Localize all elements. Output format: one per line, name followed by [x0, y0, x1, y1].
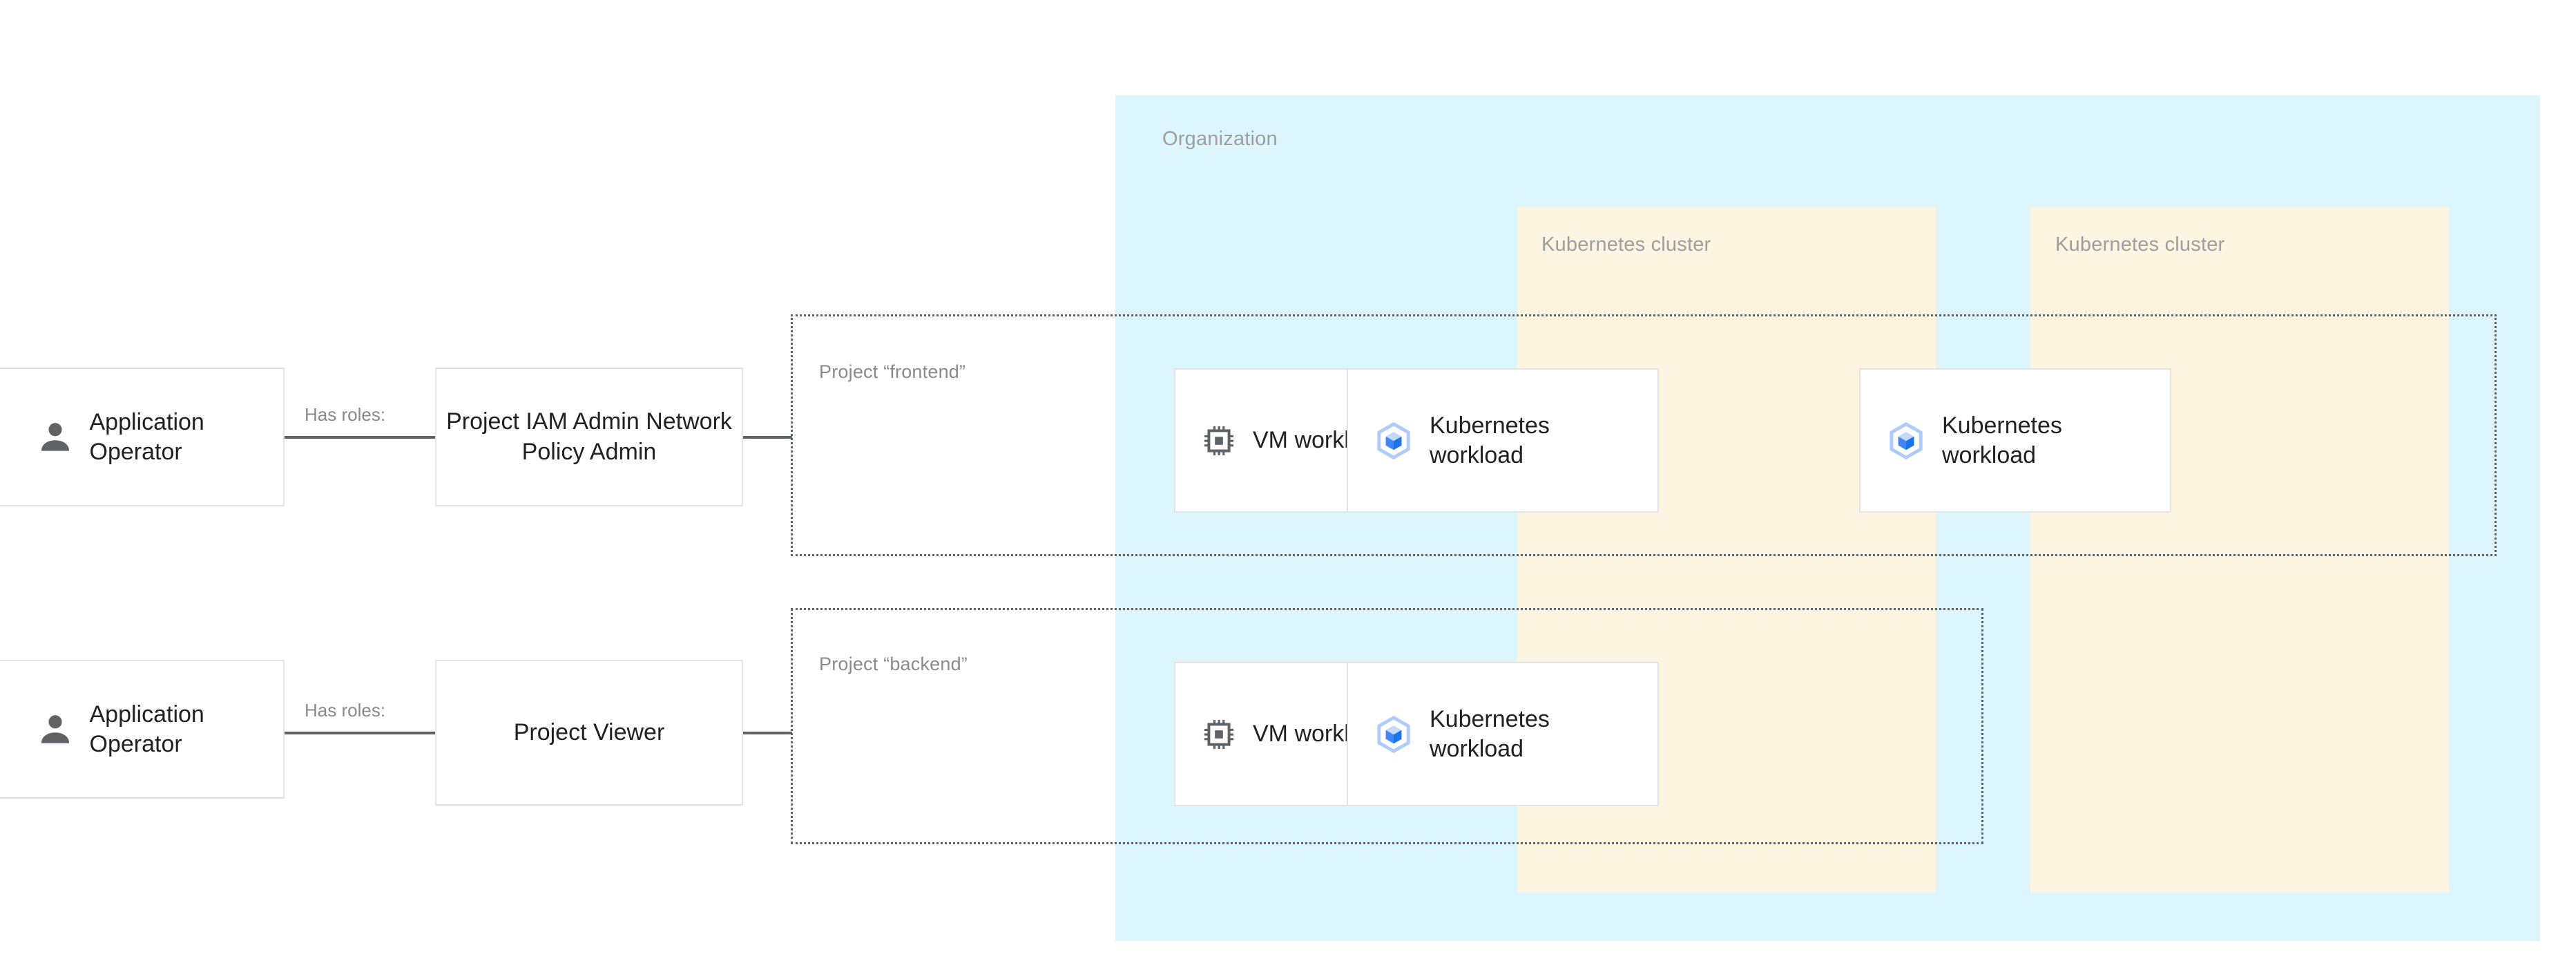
- project-backend-boundary: [791, 608, 1983, 844]
- project-frontend-label: Project “frontend”: [819, 361, 966, 382]
- actor-label-2: Application Operator: [89, 701, 204, 757]
- workload-content: Kubernetes workload: [1348, 411, 1602, 469]
- connector-actor-to-role-2: [285, 732, 436, 734]
- actor-box-application-operator-2[interactable]: Application Operator: [0, 660, 285, 799]
- kubernetes-cube-icon: [1374, 421, 1413, 460]
- actor-label-1: Application Operator: [89, 409, 204, 465]
- kubernetes-cluster-2-container: [2030, 207, 2449, 893]
- has-roles-label-1: Has roles:: [305, 404, 386, 425]
- kubernetes-cluster-1-label: Kubernetes cluster: [1541, 234, 1711, 256]
- cpu-chip-icon: [1202, 717, 1236, 752]
- workload-label: Kubernetes workload: [1942, 412, 2062, 468]
- role-box-project-viewer[interactable]: Project Viewer: [435, 660, 743, 806]
- connector-role-to-project-2: [742, 732, 792, 734]
- actor-content-2: Application Operator: [12, 700, 249, 758]
- connector-actor-to-role-1: [285, 436, 436, 439]
- actor-content-1: Application Operator: [12, 408, 249, 466]
- workload-label: Kubernetes workload: [1430, 706, 1550, 762]
- kubernetes-cube-icon: [1374, 715, 1413, 754]
- project-frontend-boundary: [791, 314, 2497, 556]
- actor-box-application-operator-1[interactable]: Application Operator: [0, 368, 285, 506]
- connector-role-to-project-1: [742, 436, 792, 439]
- person-icon: [36, 710, 75, 749]
- person-icon: [36, 418, 75, 457]
- role-box-project-iam-admin[interactable]: Project IAM Admin Network Policy Admin: [435, 368, 743, 506]
- workload-card-kubernetes-backend[interactable]: Kubernetes workload: [1347, 662, 1659, 806]
- kubernetes-cluster-2-label: Kubernetes cluster: [2055, 234, 2225, 256]
- workload-content: Kubernetes workload: [1348, 705, 1602, 763]
- role-label-2: Project Viewer: [513, 719, 665, 745]
- kubernetes-cube-icon: [1887, 421, 1925, 460]
- project-backend-label: Project “backend”: [819, 654, 968, 674]
- has-roles-label-2: Has roles:: [305, 700, 386, 721]
- organization-label: Organization: [1162, 128, 1278, 150]
- workload-label: Kubernetes workload: [1430, 412, 1550, 468]
- workload-content: Kubernetes workload: [1861, 411, 2115, 469]
- workload-card-kubernetes-frontend-2[interactable]: Kubernetes workload: [1859, 368, 2171, 513]
- workload-card-kubernetes-frontend-1[interactable]: Kubernetes workload: [1347, 368, 1659, 513]
- role-label-1: Project IAM Admin Network Policy Admin: [446, 408, 732, 465]
- cpu-chip-icon: [1202, 424, 1236, 458]
